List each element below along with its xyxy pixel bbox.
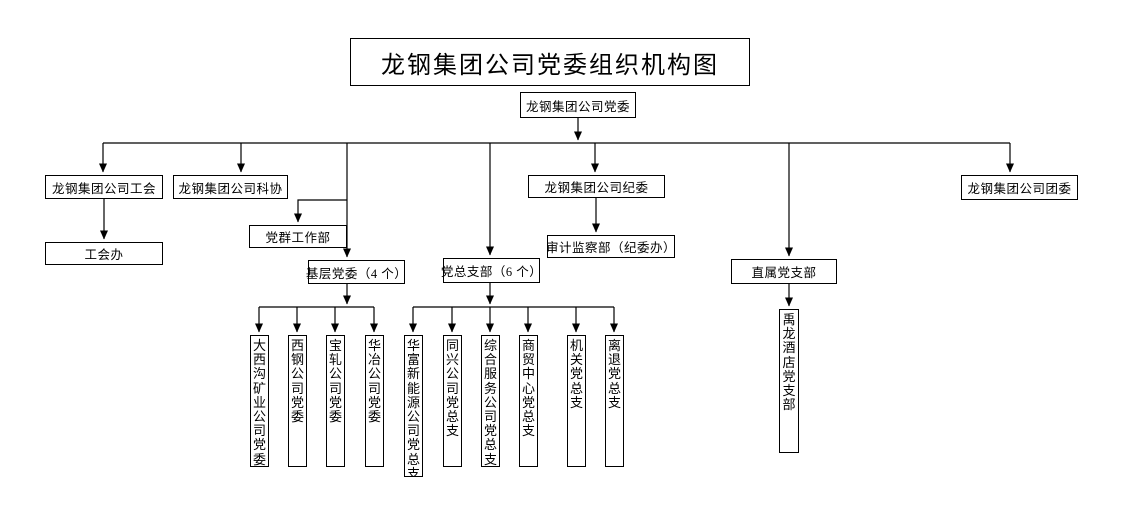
org-node-daxigou-mining: 大西沟矿业公司党委 <box>250 335 269 467</box>
org-node-youth-league: 龙钢集团公司团委 <box>961 175 1078 200</box>
org-node-yulong-hotel: 禹龙酒店党支部 <box>779 309 799 453</box>
org-node-huafu-energy: 华富新能源公司党总支 <box>404 335 423 477</box>
org-node-general-branches: 党总支部（6 个） <box>441 258 542 283</box>
connector-arrow <box>294 199 347 223</box>
org-node-office-branch: 机关党总支 <box>567 335 586 467</box>
org-node-root: 龙钢集团公司党委 <box>520 92 636 118</box>
chart-title: 龙钢集团公司党委组织机构图 <box>381 52 719 79</box>
org-node-direct-branch: 直属党支部 <box>731 259 837 284</box>
org-node-baozha-company: 宝轧公司党委 <box>326 335 345 467</box>
org-node-retired-branch: 离退党总支 <box>605 335 624 467</box>
org-node-union: 龙钢集团公司工会 <box>45 175 163 199</box>
org-node-party-mass-dept: 党群工作部 <box>249 225 347 248</box>
org-node-general-services: 综合服务公司党总支 <box>481 335 500 467</box>
org-node-xigang-company: 西钢公司党委 <box>288 335 307 467</box>
org-node-union-office: 工会办 <box>45 242 163 265</box>
org-node-tongxing-company: 同兴公司党总支 <box>443 335 462 467</box>
org-node-audit-dept: 审计监察部（纪委办） <box>546 235 676 258</box>
org-node-grassroots-committee: 基层党委（4 个） <box>306 260 407 284</box>
org-node-trade-center: 商贸中心党总支 <box>519 335 538 467</box>
org-node-huaye-company: 华冶公司党委 <box>365 335 384 467</box>
org-node-discipline-committee: 龙钢集团公司纪委 <box>528 175 665 198</box>
org-node-science-assoc: 龙钢集团公司科协 <box>173 175 288 199</box>
chart-title-box: 龙钢集团公司党委组织机构图 <box>350 38 750 86</box>
